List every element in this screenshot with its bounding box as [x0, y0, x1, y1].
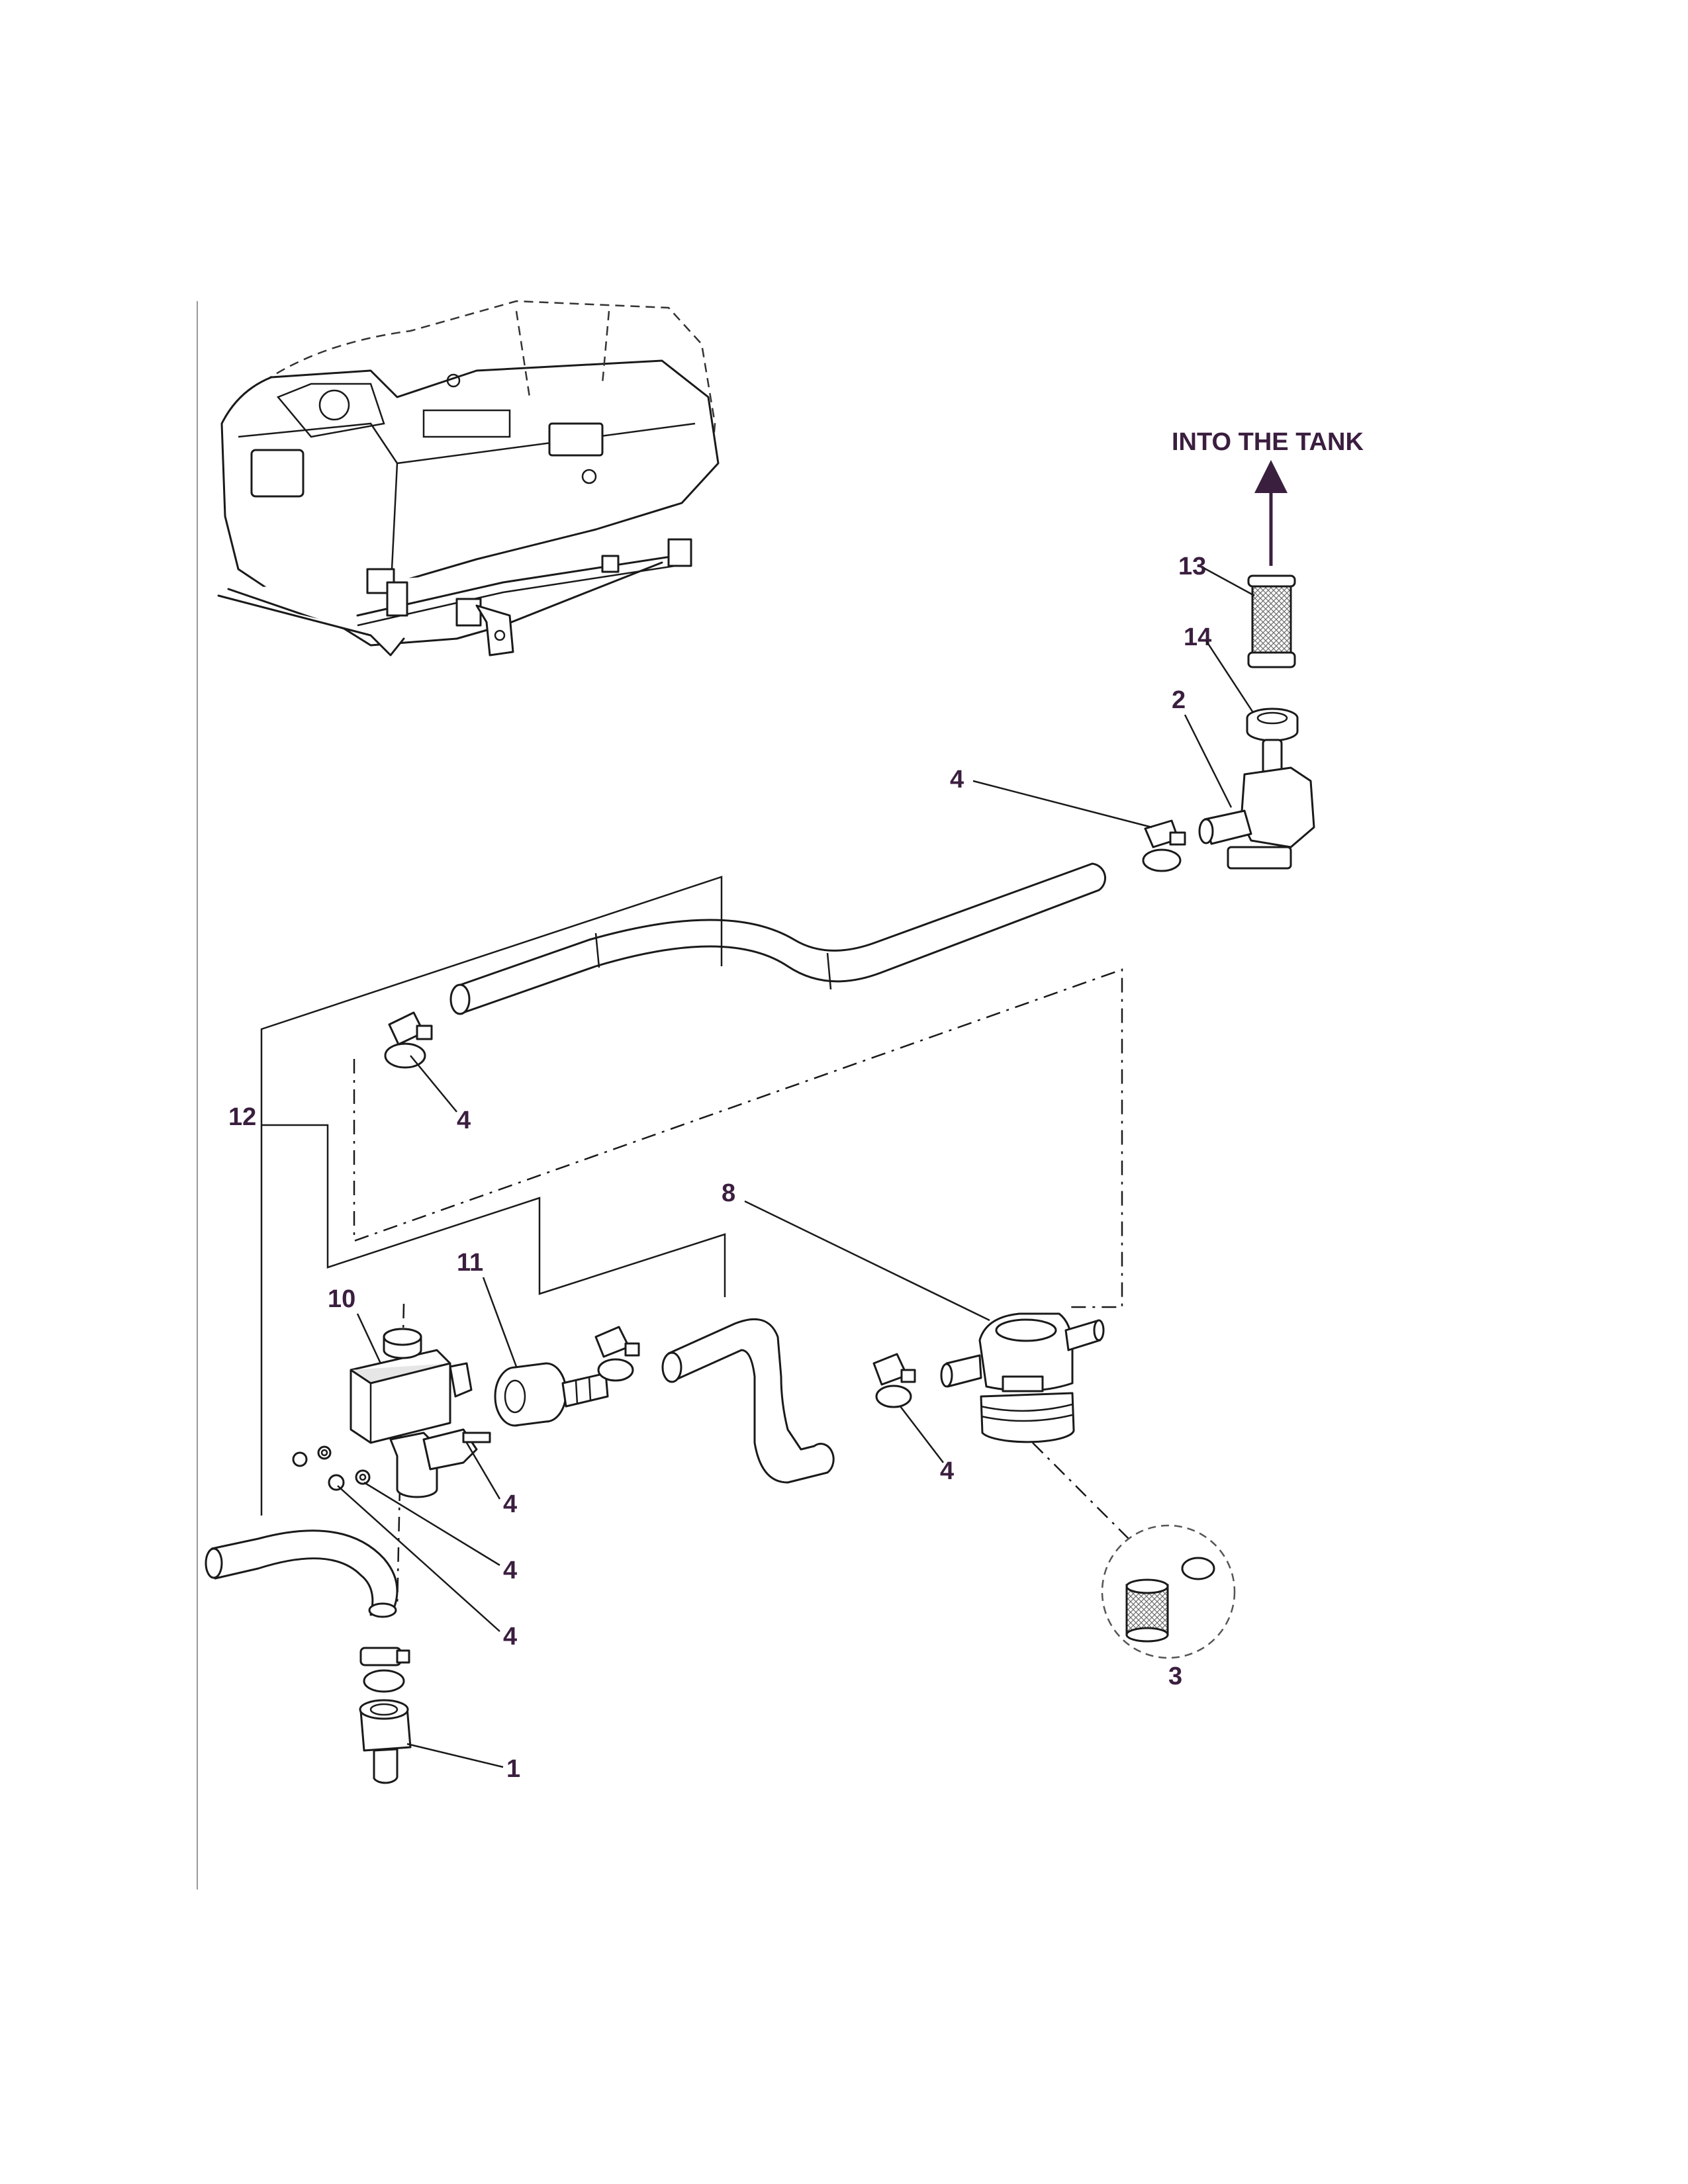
callout-4-f: 4 [940, 1457, 954, 1485]
part-4-hose-clamp-a [1142, 819, 1186, 872]
callout-1: 1 [506, 1755, 520, 1783]
callout-4-d: 4 [503, 1557, 517, 1584]
callout-14: 14 [1184, 623, 1211, 651]
callout-4-b: 4 [457, 1107, 471, 1134]
callout-2: 2 [1172, 686, 1186, 714]
callout-13: 13 [1178, 553, 1206, 580]
flow-direction-label: INTO THE TANK [1172, 428, 1364, 456]
part-12-hose-set-frame [260, 876, 1123, 1516]
part-11-adapter-fitting [494, 1362, 609, 1427]
part-2-elbow-fitting [1198, 739, 1315, 870]
callout-12: 12 [228, 1103, 256, 1131]
part-8-inline-filter [940, 1312, 1105, 1443]
callout-8: 8 [722, 1179, 735, 1207]
part-4-nuts-washers [292, 1445, 371, 1491]
part-short-hose [661, 1318, 835, 1484]
tank-inlet-group: INTO THE TANK 13 14 2 [1172, 428, 1364, 870]
part-10-solenoid-valve [350, 1303, 491, 1609]
part-bottom-hose [205, 1529, 399, 1618]
machine-overview [217, 300, 720, 657]
part-13-filter-screen [1247, 574, 1296, 668]
part-4-hose-clamp-b [384, 1011, 433, 1069]
callout-3: 3 [1168, 1662, 1182, 1690]
part-4-hose-clamp-e [359, 1647, 410, 1693]
part-4-hose-clamp-c [594, 1326, 640, 1382]
part-4-hose-clamp-d [872, 1353, 916, 1408]
part-3-screen-detail [1032, 1442, 1236, 1659]
callout-4-c: 4 [503, 1490, 517, 1518]
part-long-hose [449, 862, 1106, 1015]
callout-10: 10 [328, 1285, 355, 1313]
callout-4-e: 4 [503, 1623, 517, 1651]
part-14-bushing [1246, 707, 1299, 742]
callout-4-a: 4 [950, 766, 964, 794]
callout-11: 11 [457, 1249, 483, 1277]
part-1-inlet-fitting [359, 1699, 412, 1784]
